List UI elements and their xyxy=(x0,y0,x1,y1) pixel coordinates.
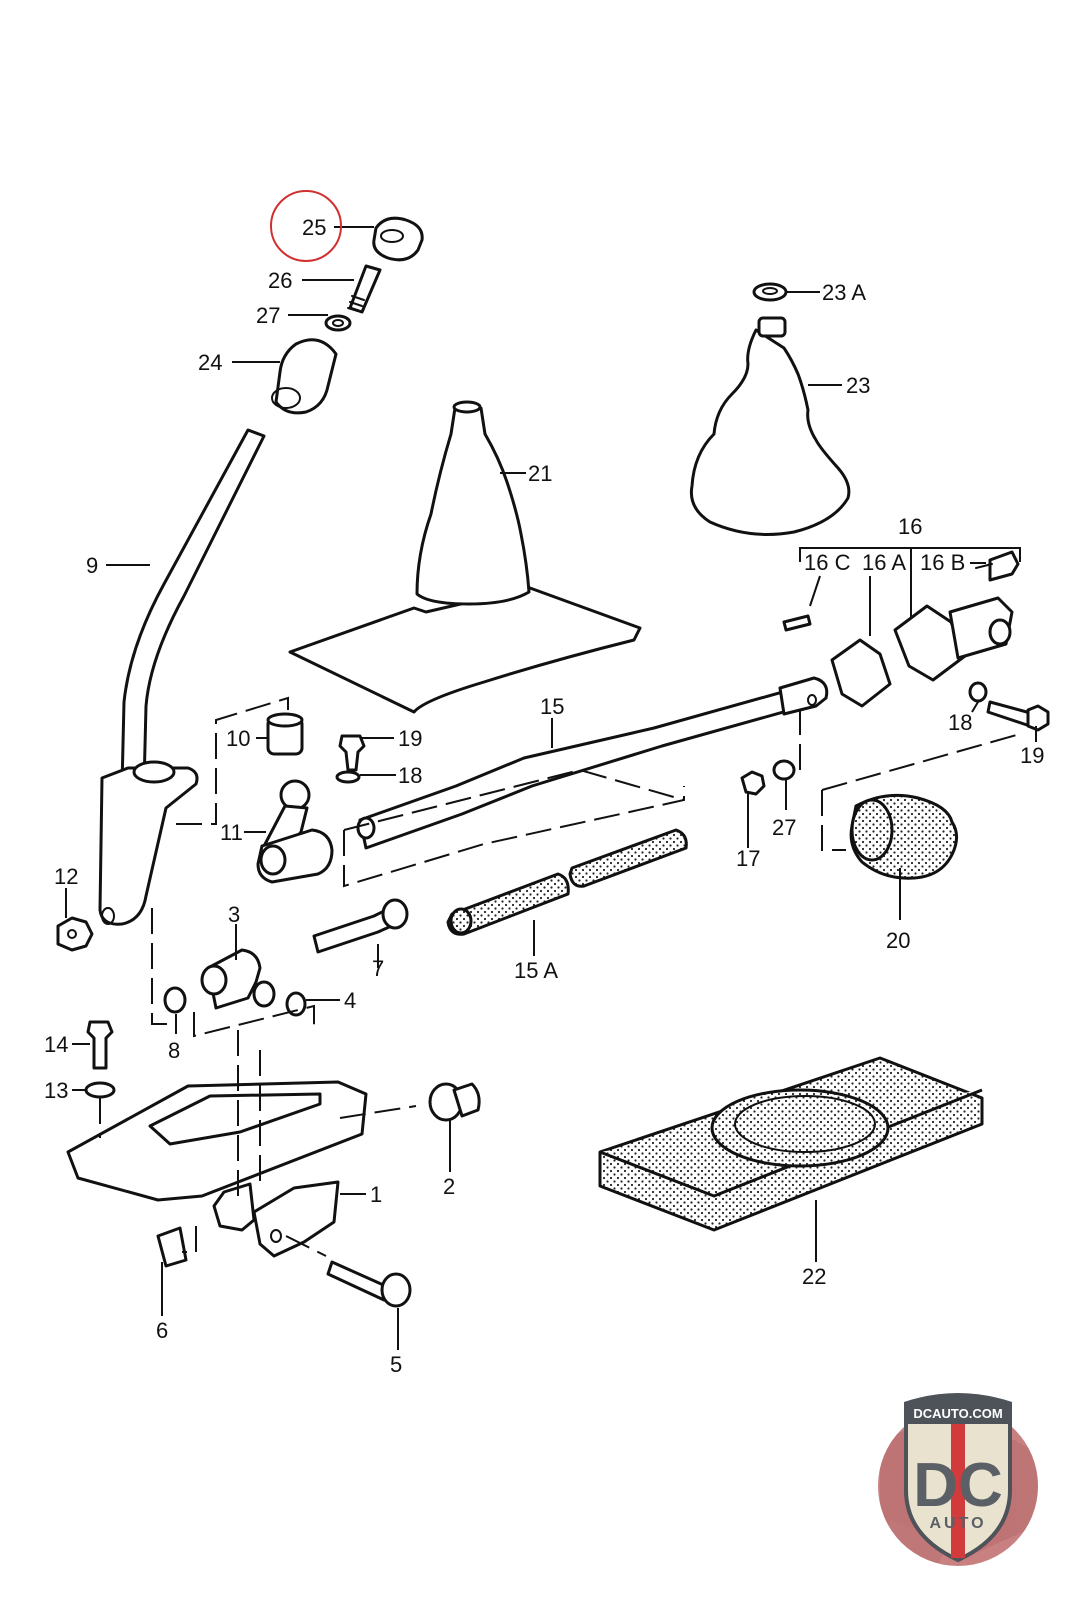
part-7-pin xyxy=(312,898,409,954)
part-19-bolt-right xyxy=(986,700,1050,732)
part-2-plug xyxy=(428,1082,481,1122)
part-1-housing xyxy=(66,1080,368,1258)
part-12-nut xyxy=(56,916,94,952)
callout-1[interactable]: 1 xyxy=(370,1182,382,1207)
part-9-shift-lever xyxy=(98,428,266,926)
callout-18-right[interactable]: 18 xyxy=(948,710,972,735)
callout-7[interactable]: 7 xyxy=(372,956,384,981)
callout-2[interactable]: 2 xyxy=(443,1174,455,1199)
callout-23[interactable]: 23 xyxy=(846,373,870,398)
part-16-coupling-assembly xyxy=(782,547,1021,708)
part-15-shift-rod xyxy=(356,676,829,850)
callout-15[interactable]: 15 xyxy=(540,694,564,719)
part-20-bellows xyxy=(849,793,959,880)
part-27-washer-right xyxy=(772,759,796,781)
callout-22[interactable]: 22 xyxy=(802,1264,826,1289)
part-24-knob xyxy=(271,338,338,415)
part-21-boot-with-mat xyxy=(288,400,642,714)
part-26-screw xyxy=(347,264,382,314)
callout-27-right[interactable]: 27 xyxy=(772,815,796,840)
callout-16b[interactable]: 16 B xyxy=(920,550,965,575)
part-8-ring xyxy=(163,986,187,1014)
leader-lines xyxy=(65,226,1037,1350)
part-19-bolt xyxy=(338,734,366,772)
callout-15a[interactable]: 15 A xyxy=(514,958,558,983)
callout-21[interactable]: 21 xyxy=(528,461,552,486)
part-4-ring xyxy=(285,991,307,1017)
part-13-washer xyxy=(84,1081,116,1099)
callout-27[interactable]: 27 xyxy=(256,303,280,328)
callout-24[interactable]: 24 xyxy=(198,350,222,375)
part-10-bushing xyxy=(266,712,304,756)
assembly-lines xyxy=(99,696,1021,1257)
callout-12[interactable]: 12 xyxy=(54,864,78,889)
callout-13[interactable]: 13 xyxy=(44,1078,68,1103)
logo-sub: AUTO xyxy=(929,1515,986,1532)
part-18-washer xyxy=(335,770,361,784)
callout-16a[interactable]: 16 A xyxy=(862,550,906,575)
callout-19-right[interactable]: 19 xyxy=(1020,743,1044,768)
callout-19[interactable]: 19 xyxy=(398,726,422,751)
callout-4[interactable]: 4 xyxy=(344,988,356,1013)
callout-20[interactable]: 20 xyxy=(886,928,910,953)
part-11-selector-lever xyxy=(256,779,334,884)
part-17-nut xyxy=(740,770,766,796)
part-18-washer-right xyxy=(968,681,988,703)
logo-stripe xyxy=(951,1420,965,1558)
callout-3[interactable]: 3 xyxy=(228,902,240,927)
callout-8[interactable]: 8 xyxy=(168,1038,180,1063)
logo-site: DCAUTO.COM xyxy=(913,1406,1002,1421)
part-14-bolt xyxy=(86,1020,114,1070)
callout-17[interactable]: 17 xyxy=(736,846,760,871)
callout-25[interactable]: 25 xyxy=(302,215,326,240)
part-22-pad xyxy=(598,1056,984,1232)
logo-letters: DC xyxy=(913,1451,1003,1520)
callout-16[interactable]: 16 xyxy=(898,514,922,539)
part-6-clip xyxy=(156,1226,188,1268)
callout-10[interactable]: 10 xyxy=(226,726,250,751)
part-15a-sleeves xyxy=(446,828,688,936)
dcauto-logo: DCAUTO.COM DC AUTO xyxy=(878,1393,1038,1566)
part-25-cap xyxy=(372,216,424,262)
callout-18[interactable]: 18 xyxy=(398,763,422,788)
callout-5[interactable]: 5 xyxy=(390,1352,402,1377)
highlight-circle xyxy=(270,190,342,262)
callout-26[interactable]: 26 xyxy=(268,268,292,293)
callout-16c[interactable]: 16 C xyxy=(804,550,851,575)
callout-labels: 25 26 27 24 23 A 23 21 9 16 16 C 16 A 16… xyxy=(44,215,1044,1377)
part-23-boot xyxy=(689,282,851,536)
callout-6[interactable]: 6 xyxy=(156,1318,168,1343)
callout-23a[interactable]: 23 A xyxy=(822,280,866,305)
callout-9[interactable]: 9 xyxy=(86,553,98,578)
part-3-bushing xyxy=(200,948,276,1010)
callout-11[interactable]: 11 xyxy=(220,820,243,845)
part-27-washer xyxy=(324,314,352,332)
callout-14[interactable]: 14 xyxy=(44,1032,68,1057)
part-5-pin xyxy=(326,1260,412,1308)
